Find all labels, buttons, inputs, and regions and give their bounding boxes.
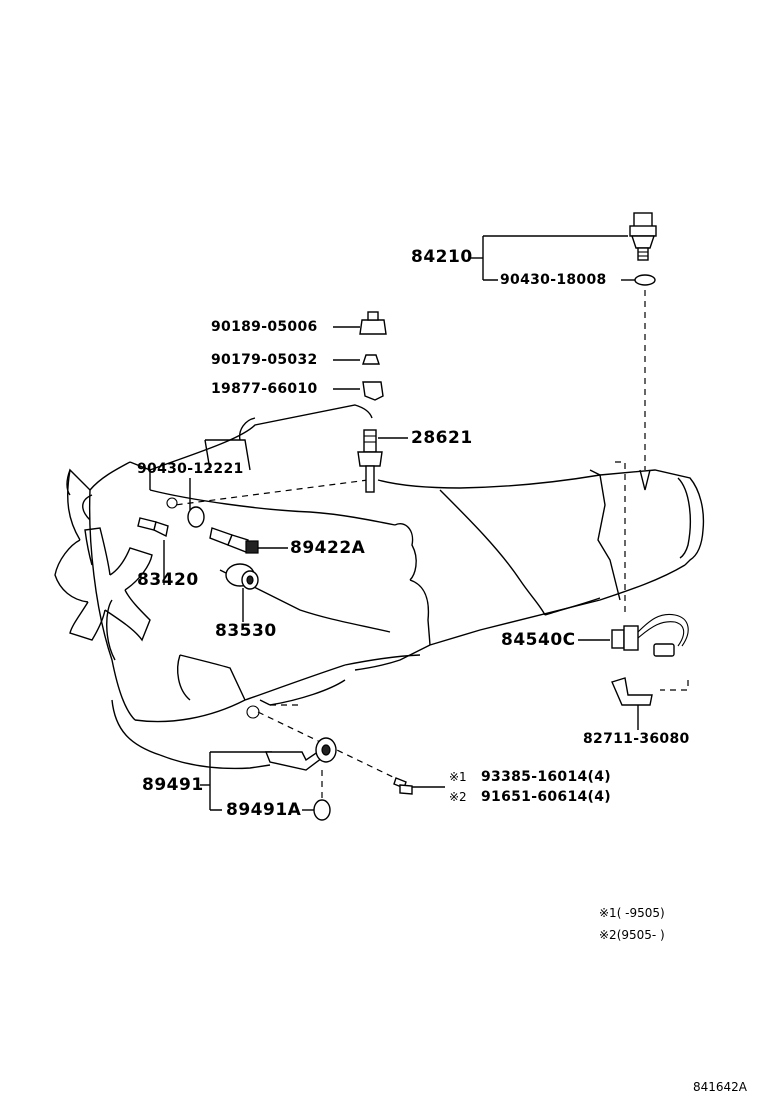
label-89422A: 89422A: [290, 538, 366, 558]
leader-lines: [163, 235, 639, 811]
part-bolt: [393, 777, 413, 795]
part-19877-66010: [362, 381, 384, 401]
mark-1: ※1: [449, 770, 467, 784]
label-90430-18008: 90430-18008: [500, 272, 607, 288]
part-90179-05032: [362, 354, 380, 365]
part-84540C-sensor: [611, 613, 689, 657]
label-84210: 84210: [411, 247, 473, 267]
part-89491A-collar: [313, 799, 331, 821]
label-83530: 83530: [215, 621, 277, 641]
part-82711-36080-clamp: [611, 677, 653, 706]
part-28621-switch: [357, 429, 383, 493]
dashed-lines: [174, 290, 689, 800]
label-28621: 28621: [411, 428, 473, 448]
label-83420: 83420: [137, 570, 199, 590]
part-89491-bracket: [264, 737, 337, 771]
install-point-circle: [166, 497, 178, 509]
label-93385-16014: 93385-16014(4): [481, 769, 611, 785]
label-90179-05032: 90179-05032: [211, 352, 318, 368]
part-90189-05006: [359, 311, 387, 335]
label-89491: 89491: [142, 775, 204, 795]
label-82711-36080: 82711-36080: [583, 731, 690, 747]
label-89491A: 89491A: [226, 800, 302, 820]
part-83420-switch: [137, 517, 169, 538]
part-90430-18008-gasket: [634, 274, 656, 286]
engine-outline: [54, 404, 705, 770]
note-2: ※2(9505- ): [599, 928, 665, 942]
label-91651-60614: 91651-60614(4): [481, 789, 611, 805]
diagram-id: 841642A: [693, 1080, 748, 1094]
label-90189-05006: 90189-05006: [211, 319, 318, 335]
part-83530-switch: [225, 563, 259, 590]
part-84210-sender: [629, 212, 657, 261]
mark-2: ※2: [449, 790, 467, 804]
part-90430-12221-gasket: [187, 506, 205, 528]
label-19877-66010: 19877-66010: [211, 381, 318, 397]
label-90430-12221: 90430-12221: [137, 461, 244, 477]
part-89422A-sensor: [209, 527, 259, 554]
label-84540C: 84540C: [501, 630, 576, 650]
install-point-circle-2: [246, 705, 260, 719]
note-1: ※1( -9505): [599, 906, 665, 920]
